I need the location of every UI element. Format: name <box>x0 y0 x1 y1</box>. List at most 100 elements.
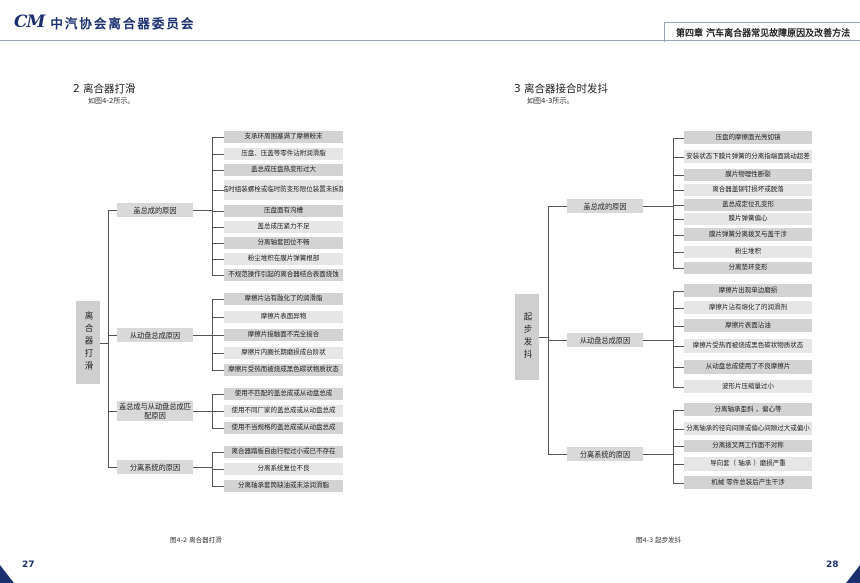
left-cause-item: 压盘面有沟槽 <box>224 205 343 217</box>
left-cause-item: 不规范操作引起的离合器结合表面烧蚀 <box>224 269 343 281</box>
logo-text: 中汽协会离合器委员会 <box>50 15 196 31</box>
connector-line <box>212 370 224 371</box>
connector-line <box>673 252 684 253</box>
right-corner-mark <box>846 565 860 583</box>
left-cause-item: 分离轴套回位不畅 <box>224 237 343 249</box>
connector-line <box>673 175 684 176</box>
right-root-box: 起步发抖 <box>515 294 539 380</box>
connector-line <box>212 211 224 212</box>
right-cause-item: 盖总成定位孔变形 <box>684 199 812 211</box>
left-cause-item: 支承环周围塞满了摩擦粉末 <box>224 131 343 143</box>
connector-line <box>673 482 684 484</box>
connector-line <box>212 190 224 191</box>
connector-line <box>108 335 117 336</box>
connector-line <box>212 275 224 276</box>
connector-line <box>193 210 212 211</box>
connector-line <box>212 299 213 370</box>
connector-line <box>673 137 684 139</box>
connector-line <box>212 452 224 453</box>
connector-line <box>212 170 224 171</box>
connector-line <box>212 299 224 300</box>
connector-line <box>673 307 684 309</box>
left-cause-item: 盖总成压紧力不足 <box>224 221 343 233</box>
connector-line <box>108 210 109 467</box>
right-cause-item: 分离轴承的径向间隙或偏心间隙过大或偏小 <box>684 422 812 435</box>
right-cause-item: 机械 零件总装后产生干涉 <box>684 476 812 489</box>
left-cause-item: 摩擦片受热而被烧成黑色碳状物质状态 <box>224 364 343 376</box>
header-rule <box>0 40 860 41</box>
left-category-1: 盖总成的原因 <box>117 203 193 217</box>
left-category-4: 分离系统的原因 <box>117 460 193 474</box>
left-category-2: 从动盘总成原因 <box>117 328 193 342</box>
right-cause-item: 摩擦片沾有熔化了的润滑剂 <box>684 301 812 314</box>
left-cause-item: 使用不同厂家的盖总成或从动盘总成 <box>224 405 343 417</box>
connector-line <box>108 467 117 468</box>
right-cause-item: 摩擦片受热而被烧成黑色碳状物质状态 <box>684 339 812 353</box>
connector-line <box>212 227 224 228</box>
connector-line <box>673 156 684 158</box>
connector-line <box>212 243 224 244</box>
connector-line <box>212 335 224 336</box>
connector-line <box>212 486 224 487</box>
connector-line <box>673 137 674 268</box>
connector-line <box>673 290 684 292</box>
right-cause-item: 离合器盖铆钉损坏或脱落 <box>684 184 812 196</box>
connector-line <box>193 467 212 468</box>
connector-line <box>673 464 684 465</box>
connector-line <box>193 411 212 412</box>
connector-line <box>212 353 224 354</box>
committee-logo: CM 中汽协会离合器委员会 <box>14 12 195 32</box>
right-section-subtitle: 如图4-3所示。 <box>527 97 574 105</box>
connector-line <box>643 340 673 341</box>
connector-line <box>673 428 684 430</box>
right-cause-item: 分离轴承歪斜 ，偏心等 <box>684 403 812 416</box>
connector-line <box>100 342 108 344</box>
right-cause-item: 分离拨叉两工作面不对称 <box>684 440 812 452</box>
right-cause-item: 导向套（ 轴承 ）磨损严重 <box>684 457 812 471</box>
connector-line <box>673 268 684 269</box>
left-figure-caption: 图4-2 离合器打滑 <box>170 536 222 544</box>
left-cause-item: 盖总成压盘热变形过大 <box>224 164 343 176</box>
left-cause-item: 摩擦片表面异物 <box>224 311 343 323</box>
connector-line <box>108 210 117 211</box>
right-figure-caption: 图4-3 起步发抖 <box>636 536 682 544</box>
connector-line <box>673 325 684 327</box>
connector-line <box>673 190 684 191</box>
left-section-title: 2 离合器打滑 <box>73 83 136 95</box>
connector-line <box>193 335 212 336</box>
connector-line <box>212 137 213 275</box>
right-cause-item: 安装状态下膜片弹簧的分离指端面跳动超差 <box>684 150 812 163</box>
right-cause-item: 膜片弹簧分离拨叉与盖干涉 <box>684 228 812 241</box>
connector-line <box>643 206 673 207</box>
connector-line <box>673 386 684 388</box>
connector-line <box>673 346 684 347</box>
left-cause-item: 分离轴承套筒缺油或未涂润滑脂 <box>224 480 343 492</box>
left-corner-mark <box>0 565 14 583</box>
left-cause-item: 使用不匹配的盖总成或从动盘总成 <box>224 388 343 400</box>
left-page-number: 27 <box>22 560 35 570</box>
left-cause-item: 使用不当规格的盖总成或从动盘总成 <box>224 422 343 434</box>
right-category-1: 盖总成的原因 <box>567 199 643 213</box>
left-cause-item: 摩擦片内圈长期磨损成台阶状 <box>224 347 343 359</box>
connector-line <box>108 411 117 412</box>
connector-line <box>673 367 684 368</box>
connector-line <box>212 259 224 260</box>
right-category-2: 从动盘总成原因 <box>567 333 643 347</box>
right-cause-item: 分离垫环变形 <box>684 262 812 274</box>
left-cause-item: 临时组装螺栓或临时防变形限位装置未拆卸 <box>224 180 343 200</box>
connector-line <box>643 454 673 455</box>
left-root-box: 离合器打滑 <box>76 301 100 384</box>
right-cause-item: 压盘的摩擦面光亮如镜 <box>684 131 812 144</box>
connector-line <box>548 206 567 207</box>
connector-line <box>212 394 224 395</box>
chapter-title: 第四章 汽车离合器常见故障原因及改善方法 <box>676 29 851 39</box>
connector-line <box>673 219 684 220</box>
connector-line <box>212 428 224 429</box>
header-notch <box>664 22 860 42</box>
connector-line <box>673 290 674 387</box>
connector-line <box>539 337 548 338</box>
right-cause-item: 粉尘堆积 <box>684 246 812 258</box>
right-page-number: 28 <box>826 560 839 570</box>
connector-line <box>548 454 567 455</box>
left-cause-item: 分离系统复位不良 <box>224 463 343 475</box>
